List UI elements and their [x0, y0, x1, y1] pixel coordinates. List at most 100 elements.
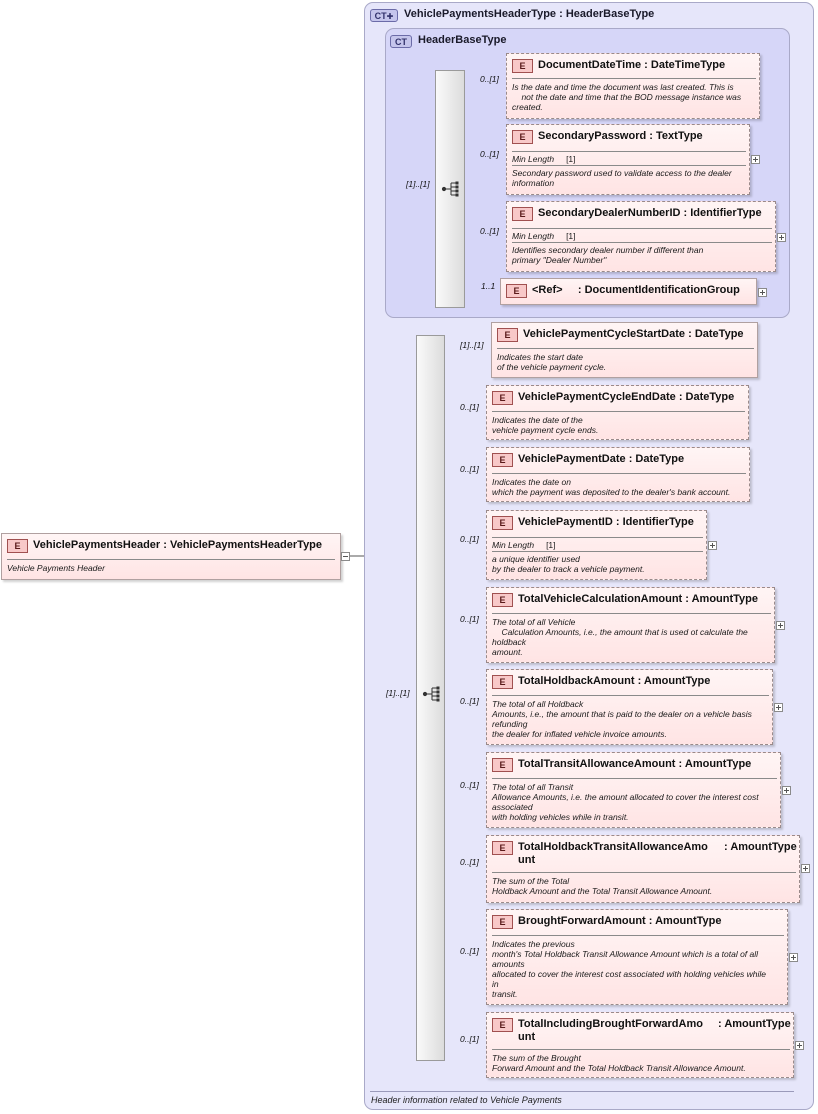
element-secondarypassword[interactable]: E SecondaryPassword : TextType Min Lengt…	[506, 124, 750, 195]
element-vehiclepaymentcyclestartdate[interactable]: E VehiclePaymentCycleStartDate : DateTyp…	[491, 322, 758, 378]
element-vehiclepaymentdate[interactable]: E VehiclePaymentDate : DateType Indicate…	[486, 447, 750, 502]
expand-icon[interactable]	[789, 953, 798, 962]
expand-icon[interactable]	[758, 288, 767, 297]
element-name: BroughtForwardAmount : AmountType	[518, 915, 722, 927]
sequence-cardinality: [1]..[1]	[406, 179, 430, 189]
element-totalincludingbroughtforwardamount[interactable]: E TotalIncludingBroughtForwardAmo unt : …	[486, 1012, 794, 1078]
root-element-vehiclepaymentsheader[interactable]: E VehiclePaymentsHeader : VehiclePayment…	[1, 533, 341, 580]
element-documentation: Is the date and time the document was la…	[512, 82, 742, 112]
element-cardinality: 0..[1]	[460, 946, 479, 956]
complex-type-title: HeaderBaseType	[418, 34, 507, 46]
element-badge: E	[506, 284, 527, 298]
element-vehiclepaymentcycleenddate[interactable]: E VehiclePaymentCycleEndDate : DateType …	[486, 385, 749, 440]
element-name: DocumentDateTime : DateTimeType	[538, 59, 726, 71]
element-cardinality: 0..[1]	[460, 780, 479, 790]
element-cardinality: 0..[1]	[480, 149, 499, 159]
element-badge: E	[497, 328, 518, 342]
element-name: TotalVehicleCalculationAmount : AmountTy…	[518, 593, 759, 605]
min-length-facet: Min Length[1]	[512, 231, 576, 241]
element-divider	[492, 935, 784, 936]
element-secondarydealernumberid[interactable]: E SecondaryDealerNumberID : IdentifierTy…	[506, 201, 776, 272]
element-divider	[512, 78, 756, 79]
element-documentation: Indicates the start date of the vehicle …	[497, 352, 607, 372]
element-cardinality: 0..[1]	[460, 402, 479, 412]
collapse-icon[interactable]	[341, 552, 350, 561]
element-badge: E	[492, 1018, 513, 1032]
element-divider	[512, 242, 772, 243]
element-cardinality: 0..[1]	[480, 226, 499, 236]
element-divider	[492, 872, 796, 873]
expand-icon[interactable]	[708, 541, 717, 550]
element-cardinality: 0..[1]	[460, 857, 479, 867]
element-divider	[497, 348, 754, 349]
min-length-facet: Min Length[1]	[512, 154, 576, 164]
element-ref-documentidentificationgroup[interactable]: E <Ref> : DocumentIdentificationGroup	[500, 278, 757, 305]
element-documentation: The sum of the Brought Forward Amount an…	[492, 1053, 746, 1073]
element-documentation: Secondary password used to validate acce…	[512, 168, 732, 188]
expand-icon[interactable]	[751, 155, 760, 164]
element-name: TotalHoldbackTransitAllowanceAmo unt : A…	[518, 841, 797, 866]
element-divider	[492, 537, 703, 538]
element-divider	[492, 613, 771, 614]
expand-icon[interactable]	[774, 703, 783, 712]
element-divider	[512, 151, 746, 152]
element-name: SecondaryPassword : TextType	[538, 130, 703, 142]
element-documentdatetime[interactable]: E DocumentDateTime : DateTimeType Is the…	[506, 53, 760, 119]
element-divider	[492, 1049, 790, 1050]
element-documentation: Vehicle Payments Header	[7, 563, 105, 573]
element-divider	[492, 473, 746, 474]
element-divider	[7, 559, 335, 560]
complex-type-badge: CT	[390, 35, 412, 48]
element-badge: E	[492, 841, 513, 855]
sequence-icon	[441, 181, 459, 197]
min-length-facet: Min Length[1]	[492, 540, 556, 550]
element-cardinality: 1..1	[481, 281, 496, 291]
sequence-compositor-main	[416, 335, 445, 1061]
element-name: TotalTransitAllowanceAmount : AmountType	[518, 758, 752, 770]
element-totalvehiclecalculationamount[interactable]: E TotalVehicleCalculationAmount : Amount…	[486, 587, 775, 663]
element-divider	[492, 778, 777, 779]
element-badge: E	[512, 207, 533, 221]
element-badge: E	[492, 758, 513, 772]
element-badge: E	[512, 59, 533, 73]
element-documentation: Indicates the previous month's Total Hol…	[492, 939, 767, 999]
expand-icon[interactable]	[782, 786, 791, 795]
element-totaltransitallowanceamount[interactable]: E TotalTransitAllowanceAmount : AmountTy…	[486, 752, 781, 828]
element-name: VehiclePaymentDate : DateType	[518, 453, 685, 465]
expand-icon[interactable]	[795, 1041, 804, 1050]
complex-type-badge: CT✚	[370, 9, 398, 22]
complex-type-documentation: Header information related to Vehicle Pa…	[371, 1095, 562, 1105]
element-name: VehiclePaymentID : IdentifierType	[518, 516, 694, 528]
element-divider	[512, 228, 772, 229]
element-documentation: The total of all Transit Allowance Amoun…	[492, 782, 759, 822]
element-badge: E	[492, 453, 513, 467]
expand-icon[interactable]	[776, 621, 785, 630]
expand-icon[interactable]	[801, 864, 810, 873]
element-divider	[492, 695, 769, 696]
element-name: SecondaryDealerNumberID : IdentifierType	[538, 207, 762, 219]
element-totalholdbackamount[interactable]: E TotalHoldbackAmount : AmountType The t…	[486, 669, 773, 745]
element-documentation: The total of all Holdback Amounts, i.e.,…	[492, 699, 752, 739]
element-badge: E	[492, 593, 513, 607]
element-cardinality: 0..[1]	[460, 534, 479, 544]
element-badge: E	[7, 539, 28, 553]
element-divider	[512, 165, 746, 166]
sequence-icon	[422, 686, 440, 702]
element-name: VehiclePaymentsHeader : VehiclePaymentsH…	[33, 539, 323, 551]
element-badge: E	[492, 915, 513, 929]
sequence-compositor-base	[435, 70, 465, 308]
element-cardinality: 0..[1]	[460, 464, 479, 474]
element-cardinality: 0..[1]	[460, 614, 479, 624]
element-broughtforwardamount[interactable]: E BroughtForwardAmount : AmountType Indi…	[486, 909, 788, 1005]
expand-icon[interactable]	[777, 233, 786, 242]
element-badge: E	[512, 130, 533, 144]
element-cardinality: 0..[1]	[480, 74, 499, 84]
element-documentation: a unique identifier used by the dealer t…	[492, 554, 645, 574]
element-divider	[492, 411, 745, 412]
element-totalholdbacktransitallowanceamount[interactable]: E TotalHoldbackTransitAllowanceAmo unt :…	[486, 835, 800, 903]
element-badge: E	[492, 675, 513, 689]
element-vehiclepaymentid[interactable]: E VehiclePaymentID : IdentifierType Min …	[486, 510, 707, 580]
element-name: <Ref> : DocumentIdentificationGroup	[532, 284, 740, 296]
element-cardinality: 0..[1]	[460, 1034, 479, 1044]
element-cardinality: [1]..[1]	[460, 340, 484, 350]
